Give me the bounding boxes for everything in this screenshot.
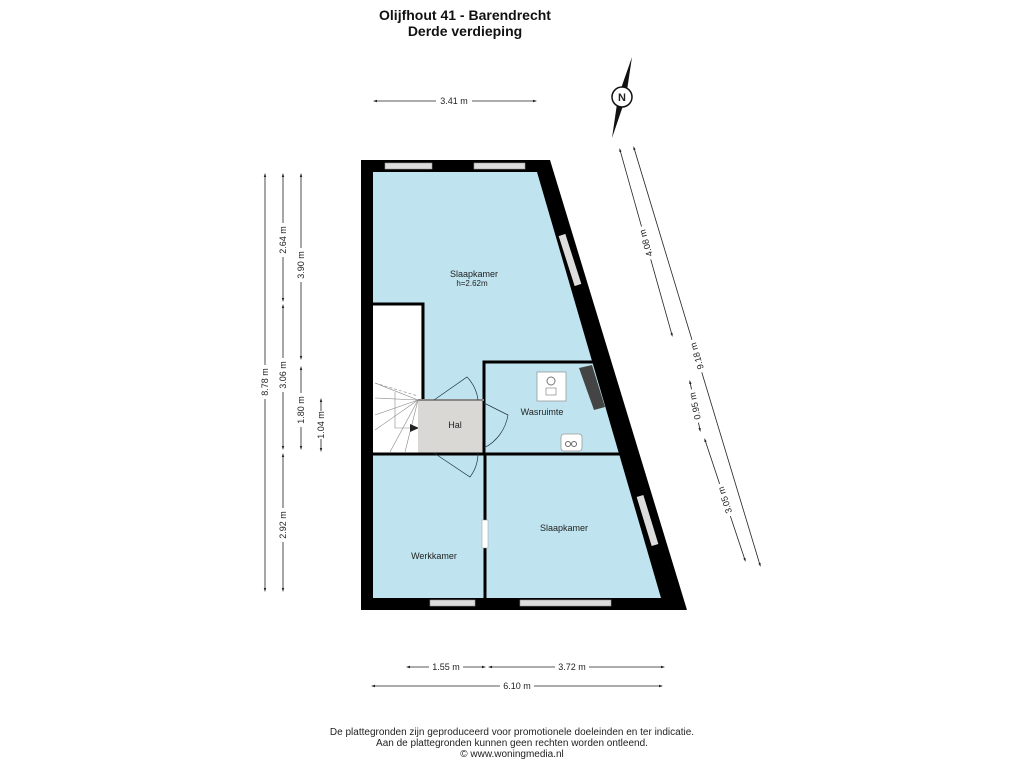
disclaimer-line-1: De plattegronden zijn geproduceerd voor …	[329, 727, 695, 738]
boiler-icon	[560, 433, 583, 452]
dim-top-width: 3.41 m	[440, 96, 468, 106]
sliding-door	[481, 519, 489, 549]
washing-machine-icon	[536, 371, 567, 402]
copyright-link[interactable]: © www.woningmedia.nl	[460, 749, 564, 760]
disclaimer-line-2: Aan de plattegronden kunnen geen rechten…	[376, 738, 648, 749]
wall	[482, 360, 593, 455]
dim-1-04: 1.04 m	[316, 411, 326, 439]
dim-3-90: 3.90 m	[296, 251, 306, 279]
window	[473, 162, 526, 170]
room-label-hal: Hal	[448, 420, 462, 430]
window	[429, 599, 476, 607]
dim-1-80: 1.80 m	[296, 396, 306, 424]
dim-6-10: 6.10 m	[503, 681, 531, 691]
dim-2-64: 2.64 m	[278, 226, 288, 254]
dim-3-72: 3.72 m	[558, 662, 586, 672]
compass-label: N	[618, 92, 626, 104]
hal-floor	[418, 400, 484, 453]
room-label-werkkamer: Werkkamer	[411, 551, 457, 561]
room-label-slaapkamer-2: Slaapkamer	[540, 523, 588, 533]
floor-area	[373, 172, 661, 598]
disclaimer: De plattegronden zijn geproduceerd voor …	[0, 727, 1024, 760]
door-swings	[433, 376, 509, 478]
duct	[579, 365, 605, 410]
dim-2-92: 2.92 m	[278, 511, 288, 539]
compass-icon: N	[611, 57, 633, 138]
window	[558, 233, 582, 287]
dim-total-height: 8.78 m	[260, 368, 270, 396]
window	[384, 162, 433, 170]
room-label-wasruimte: Wasruimte	[521, 407, 564, 417]
staircase	[373, 383, 418, 453]
stair-arrow-icon	[410, 424, 419, 432]
dim-3-06: 3.06 m	[278, 361, 288, 389]
window	[519, 599, 612, 607]
dim-3-05: 3.05 m	[716, 485, 734, 514]
room-label-slaapkamer: Slaapkamer	[450, 269, 498, 279]
plan-subtitle: Derde verdieping	[407, 23, 523, 39]
ceiling-height: h=2.62m	[456, 279, 488, 288]
wall	[373, 302, 425, 401]
dim-1-55: 1.55 m	[432, 662, 460, 672]
plan-title: Olijfhout 41 - Barendrecht	[379, 7, 551, 23]
